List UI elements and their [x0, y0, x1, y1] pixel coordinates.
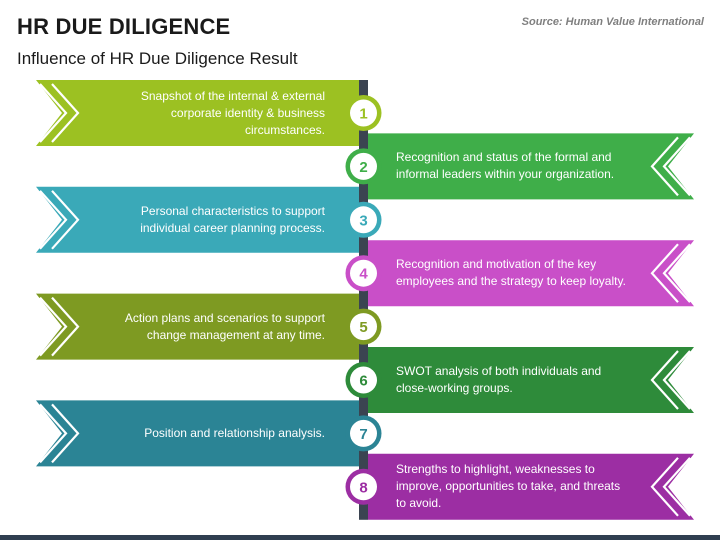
- step-7-label: Position and relationship analysis.: [102, 400, 325, 466]
- step-7-number: 7: [359, 426, 367, 443]
- step-4-label: Recognition and motivation of the key em…: [396, 240, 628, 306]
- page-title: HR DUE DILIGENCE: [17, 14, 231, 39]
- step-1-chevron-icon: [39, 83, 68, 143]
- step-4-number: 4: [359, 266, 368, 283]
- step-7-text: Position and relationship analysis.: [144, 425, 325, 440]
- step-3-band: [36, 186, 359, 253]
- step-6-circle-inner: [350, 366, 377, 394]
- step-2-band: [368, 133, 694, 200]
- step-5-number: 5: [359, 319, 367, 336]
- step-3-chevron-icon: [51, 190, 80, 250]
- step-5-chevron-icon: [51, 296, 80, 357]
- source-note: Source: Human Value International: [521, 16, 704, 28]
- step-1-chevron-icon: [51, 83, 80, 143]
- step-6-number: 6: [359, 373, 367, 390]
- step-6-text: SWOT analysis of both individuals and cl…: [396, 364, 602, 395]
- step-3-number: 3: [359, 212, 367, 229]
- step-6-chevron-icon: [650, 350, 679, 410]
- step-8-text: Strengths to highlight, weaknesses to im…: [396, 462, 621, 511]
- step-1-circle-inner: [350, 99, 377, 127]
- step-8-label: Strengths to highlight, weaknesses to im…: [396, 454, 628, 520]
- step-8-circle-inner: [350, 473, 377, 501]
- step-1-label: Snapshot of the internal & external corp…: [102, 80, 325, 146]
- timeline-spine: [359, 80, 368, 520]
- step-3-text: Personal characteristics to support indi…: [140, 203, 325, 235]
- step-1-band: [36, 80, 359, 146]
- step-2-label: Recognition and status of the formal and…: [396, 133, 628, 199]
- step-4-chevron-icon: [662, 243, 691, 303]
- step-5-label: Action plans and scenarios to support ch…: [102, 294, 325, 360]
- step-8-chevron-icon: [662, 457, 691, 517]
- step-7-circle-inner: [350, 419, 377, 447]
- step-7-band: [36, 400, 359, 467]
- step-8-chevron-icon: [650, 457, 679, 517]
- step-2-number: 2: [359, 159, 367, 176]
- step-8-band: [368, 453, 694, 520]
- step-8-number: 8: [359, 479, 367, 496]
- step-5-circle-inner: [350, 313, 377, 341]
- step-4-circle-inner: [350, 259, 377, 287]
- step-3-label: Personal characteristics to support indi…: [102, 187, 325, 253]
- footer-bar: [0, 535, 720, 540]
- step-2-circle-inner: [350, 152, 377, 180]
- step-3-chevron-icon: [39, 190, 68, 250]
- step-2-chevron-icon: [650, 136, 679, 197]
- step-1-text: Snapshot of the internal & external corp…: [140, 88, 325, 137]
- step-1-number: 1: [359, 106, 367, 123]
- step-4-text: Recognition and motivation of the key em…: [396, 257, 626, 289]
- step-3-circle-inner: [350, 206, 377, 234]
- step-4-band: [368, 240, 694, 307]
- step-2-text: Recognition and status of the formal and…: [396, 150, 615, 182]
- step-2-chevron-icon: [662, 136, 691, 197]
- step-6-label: SWOT analysis of both individuals and cl…: [396, 347, 628, 413]
- step-5-text: Action plans and scenarios to support ch…: [124, 310, 325, 342]
- step-7-chevron-icon: [39, 403, 68, 464]
- step-4-chevron-icon: [650, 243, 679, 303]
- step-6-band: [368, 347, 694, 413]
- page-subtitle: Influence of HR Due Diligence Result: [17, 49, 298, 68]
- step-6-chevron-icon: [662, 350, 691, 410]
- step-5-chevron-icon: [39, 296, 68, 357]
- step-5-band: [36, 293, 359, 360]
- step-7-chevron-icon: [51, 403, 80, 464]
